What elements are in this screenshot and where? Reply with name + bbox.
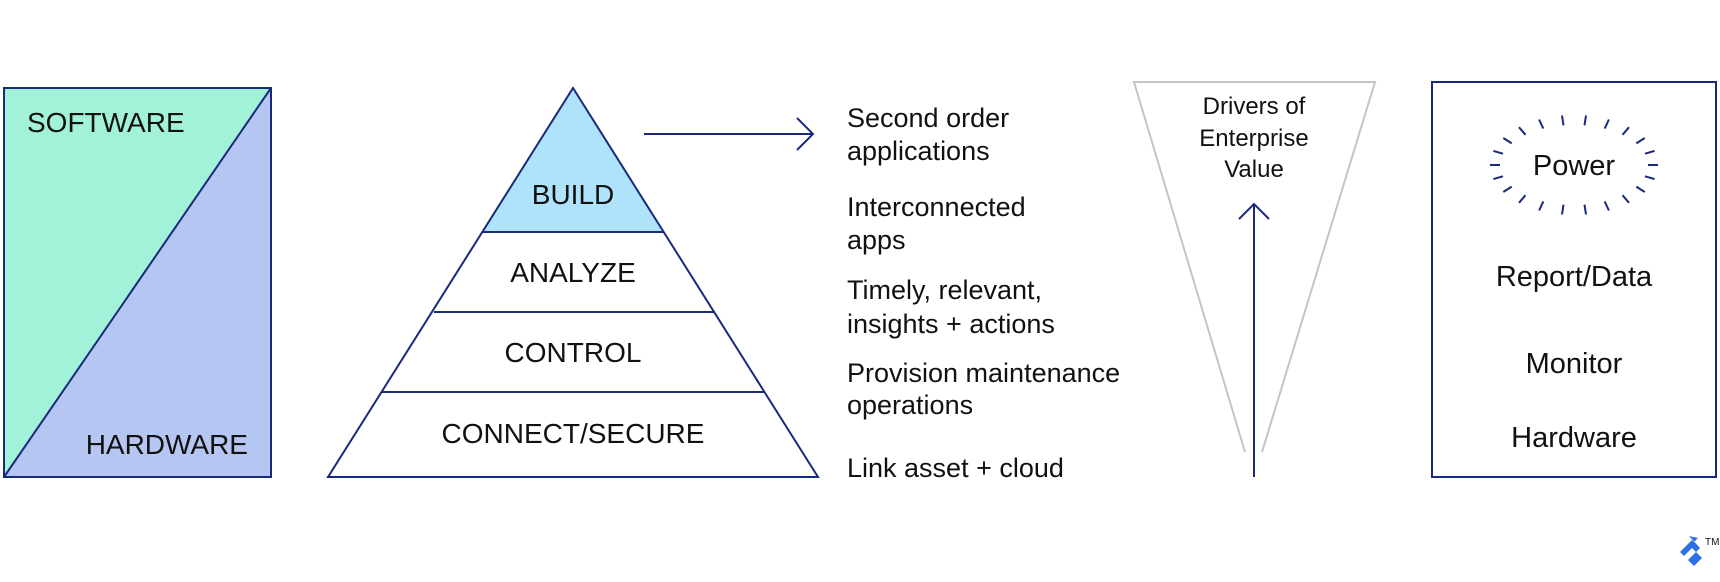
value-funnel: Drivers of Enterprise Value bbox=[1132, 81, 1377, 477]
power-ray bbox=[1621, 194, 1630, 204]
pyramid: BUILD ANALYZE CONTROL CONNECT/SECURE bbox=[326, 86, 820, 478]
stack-box: Power Report/Data Monitor Hardware bbox=[1431, 81, 1717, 478]
power-ray bbox=[1561, 204, 1565, 215]
power-ray bbox=[1644, 149, 1655, 155]
power-ray bbox=[1583, 204, 1587, 215]
funnel-label: Value bbox=[1224, 156, 1284, 183]
power-ray bbox=[1538, 119, 1545, 130]
description-line: Interconnected bbox=[847, 192, 1026, 222]
pyramid-layer-label: CONTROL bbox=[505, 337, 642, 368]
software-label: SOFTWARE bbox=[27, 107, 185, 138]
power-ray bbox=[1518, 194, 1527, 204]
funnel-label: Drivers of bbox=[1203, 93, 1306, 120]
power-glow-icon bbox=[1490, 115, 1658, 215]
funnel-label: Enterprise bbox=[1199, 125, 1308, 152]
hardware-label: HARDWARE bbox=[86, 429, 248, 460]
power-ray bbox=[1621, 126, 1630, 136]
power-ray bbox=[1583, 115, 1587, 126]
stack-item-label: Monitor bbox=[1526, 348, 1623, 380]
power-ray bbox=[1561, 115, 1565, 126]
description-line: Link asset + cloud bbox=[847, 453, 1064, 483]
pyramid-outline bbox=[326, 86, 820, 478]
power-ray bbox=[1493, 149, 1504, 155]
stack-box-frame bbox=[1431, 81, 1717, 478]
pyramid-layer-label: ANALYZE bbox=[510, 257, 636, 288]
trademark-label: TM bbox=[1705, 537, 1719, 548]
power-ray bbox=[1644, 175, 1655, 181]
description-line: apps bbox=[847, 225, 906, 255]
power-ray bbox=[1603, 200, 1610, 211]
power-ray bbox=[1502, 185, 1513, 193]
power-ray bbox=[1502, 137, 1513, 145]
toptal-logo-icon: TM bbox=[1680, 536, 1719, 566]
funnel-left-edge bbox=[1132, 81, 1377, 453]
power-ray bbox=[1635, 137, 1646, 145]
power-label: Power bbox=[1533, 150, 1616, 182]
description-line: Second order bbox=[847, 103, 1009, 133]
pyramid-layer-label: CONNECT/SECURE bbox=[442, 418, 705, 449]
software-hardware-frame bbox=[3, 87, 272, 478]
power-ray bbox=[1635, 185, 1646, 193]
description-line: Provision maintenance bbox=[847, 358, 1120, 388]
description-line: applications bbox=[847, 136, 990, 166]
power-ray bbox=[1538, 200, 1545, 211]
software-hardware-panel: SOFTWARE HARDWARE bbox=[3, 87, 272, 478]
descriptions-list: Second order applications Interconnected… bbox=[847, 103, 1120, 483]
stack-item-label: Hardware bbox=[1511, 422, 1637, 454]
description-line: Timely, relevant, bbox=[847, 275, 1042, 305]
power-ray bbox=[1493, 175, 1504, 181]
power-ray bbox=[1518, 126, 1527, 136]
right-arrow bbox=[644, 117, 815, 151]
description-line: insights + actions bbox=[847, 309, 1055, 339]
up-arrow-head bbox=[1238, 202, 1270, 220]
diagonal-divider bbox=[3, 87, 272, 478]
pyramid-layer-label: BUILD bbox=[532, 179, 614, 210]
stack-item-label: Report/Data bbox=[1496, 261, 1653, 293]
pyramid-layer-build-fill bbox=[482, 88, 664, 232]
power-ray bbox=[1603, 119, 1610, 130]
description-line: operations bbox=[847, 390, 973, 420]
